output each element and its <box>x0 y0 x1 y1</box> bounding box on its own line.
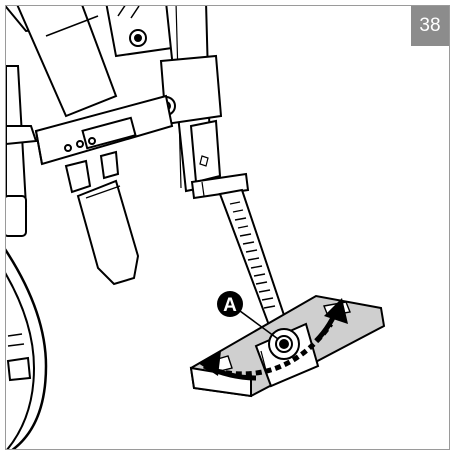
callout-a-label: A <box>223 295 237 316</box>
calf-guard <box>76 179 140 286</box>
figure-number: 38 <box>411 6 449 46</box>
upper-frame <box>16 6 223 194</box>
lower-tube <box>189 119 293 346</box>
wheel-parts <box>6 6 78 449</box>
double-curved-arrow-icon <box>198 298 348 381</box>
figure-frame: A 38 <box>5 5 450 450</box>
wheelchair-footrest-diagram: A <box>6 6 386 449</box>
callout-a: A <box>217 291 279 340</box>
